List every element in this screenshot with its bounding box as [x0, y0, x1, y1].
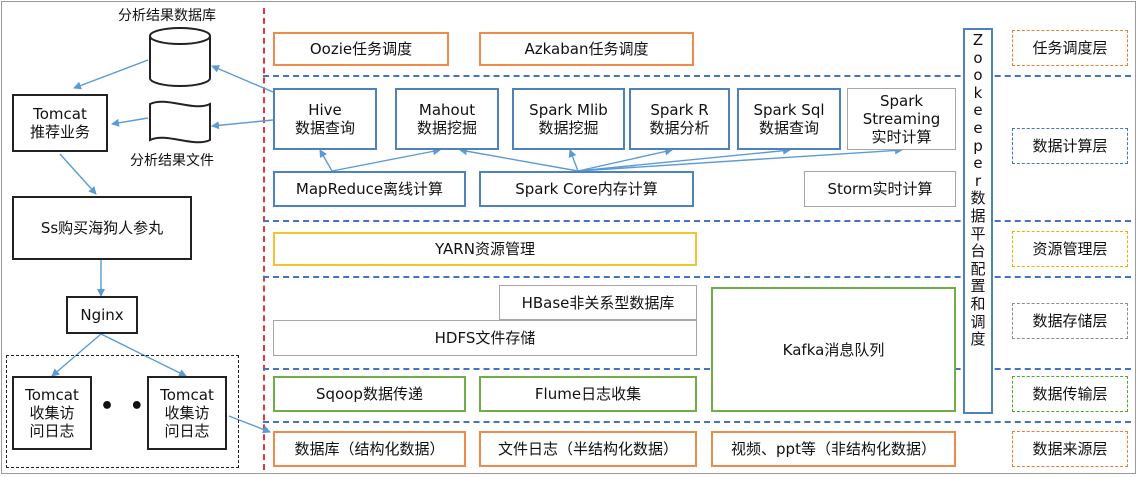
layer-label-resource: 资源管理层	[1012, 231, 1128, 267]
log-collectors-group	[6, 355, 239, 468]
hive-box: Hive 数据查询	[273, 88, 377, 150]
database-source-box: 数据库（结构化数据）	[273, 431, 466, 467]
oozie-box: Oozie任务调度	[273, 32, 449, 66]
tomcat-recommendation: Tomcat 推荐业务	[12, 94, 108, 152]
separator-scheduling	[263, 75, 1131, 77]
separator-resource	[263, 276, 1131, 278]
video-source-box: 视频、ppt等（非结构化数据）	[711, 431, 956, 467]
layer-label-compute: 数据计算层	[1012, 128, 1128, 164]
result-file-label: 分析结果文件	[130, 153, 214, 169]
tomcat-log-collector-1: Tomcat 收集访 问日志	[12, 376, 92, 450]
tomcat-log-collector-2: Tomcat 收集访 问日志	[147, 376, 227, 450]
layer-label-source: 数据来源层	[1012, 431, 1128, 467]
layer-label-transfer: 数据传输层	[1012, 376, 1128, 412]
nginx-box: Nginx	[66, 296, 138, 334]
separator-transfer	[263, 421, 1131, 423]
hdfs-box: HDFS文件存储	[273, 320, 697, 356]
separator-compute	[263, 220, 1131, 222]
file-icon	[149, 100, 211, 144]
yarn-box: YARN资源管理	[273, 232, 697, 266]
storm-box: Storm实时计算	[804, 171, 956, 207]
spark-streaming-box: Spark Streaming 实时计算	[847, 88, 956, 150]
mapreduce-box: MapReduce离线计算	[273, 171, 466, 207]
layer-label-storage: 数据存储层	[1012, 303, 1128, 339]
spark-mlib-box: Spark Mlib 数据挖掘	[512, 88, 625, 150]
spark-core-box: Spark Core内存计算	[479, 171, 694, 207]
spark-r-box: Spark R 数据分析	[629, 88, 730, 150]
flume-box: Flume日志收集	[479, 376, 697, 412]
azkaban-box: Azkaban任务调度	[479, 32, 694, 66]
hbase-box: HBase非关系型数据库	[499, 285, 697, 320]
kafka-box: Kafka消息队列	[711, 287, 956, 412]
result-db-label: 分析结果数据库	[118, 8, 216, 24]
mahout-box: Mahout 数据挖掘	[395, 88, 499, 150]
file-log-source-box: 文件日志（半结构化数据）	[479, 431, 697, 467]
database-icon	[149, 27, 211, 87]
spark-sql-box: Spark Sql 数据查询	[737, 88, 841, 150]
separator-storage	[263, 368, 1131, 370]
sqoop-box: Sqoop数据传递	[273, 376, 466, 412]
application-box: Ss购买海狗人参丸	[12, 196, 192, 260]
layer-label-scheduling: 任务调度层	[1012, 30, 1128, 66]
left-separator	[263, 8, 265, 470]
zookeeper-box: Z o o k e e p e r 数 据 平 台 配 置 和 调 度	[963, 28, 993, 414]
